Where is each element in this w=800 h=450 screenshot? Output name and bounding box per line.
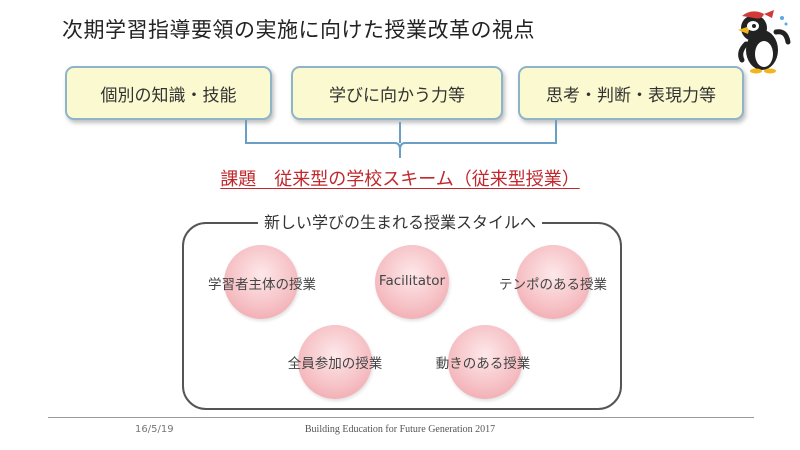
footer-date: 16/5/19 [135,424,174,435]
lesson-styles-heading-text: 新しい学びの生まれる授業スタイルへ [257,213,542,232]
pillar-knowledge-skills: 個別の知識・技能 [65,66,272,120]
lesson-styles-heading: 新しい学びの生まれる授業スタイルへ [0,209,800,233]
style-circle-facilitator [375,245,449,319]
style-circle-tempo [516,245,590,319]
pillar-thinking-judgment-expression: 思考・判断・表現力等 [518,66,744,120]
style-label-full-participation: 全員参加の授業 [287,356,383,372]
penguin-mascot-icon [738,10,791,74]
style-label-facilitator: Facilitator [378,273,446,289]
pillar-motivation-to-learn: 学びに向かう力等 [291,66,503,120]
style-circle-full-participation [298,325,372,399]
style-circle-learner-centered [224,245,298,319]
slide-title: 次期学習指導要領の実施に向けた授業改革の視点 [62,18,535,42]
footer-divider [48,417,754,418]
footer-text: Building Education for Future Generation… [304,424,496,435]
style-label-learner-centered: 学習者主体の授業 [208,277,316,293]
style-circle-active-movement [448,325,522,399]
style-label-active-movement: 動きのある授業 [435,356,531,372]
style-label-tempo: テンポのある授業 [499,277,607,293]
issue-statement: 課題 従来型の学校スキーム（従来型授業） [220,169,580,190]
